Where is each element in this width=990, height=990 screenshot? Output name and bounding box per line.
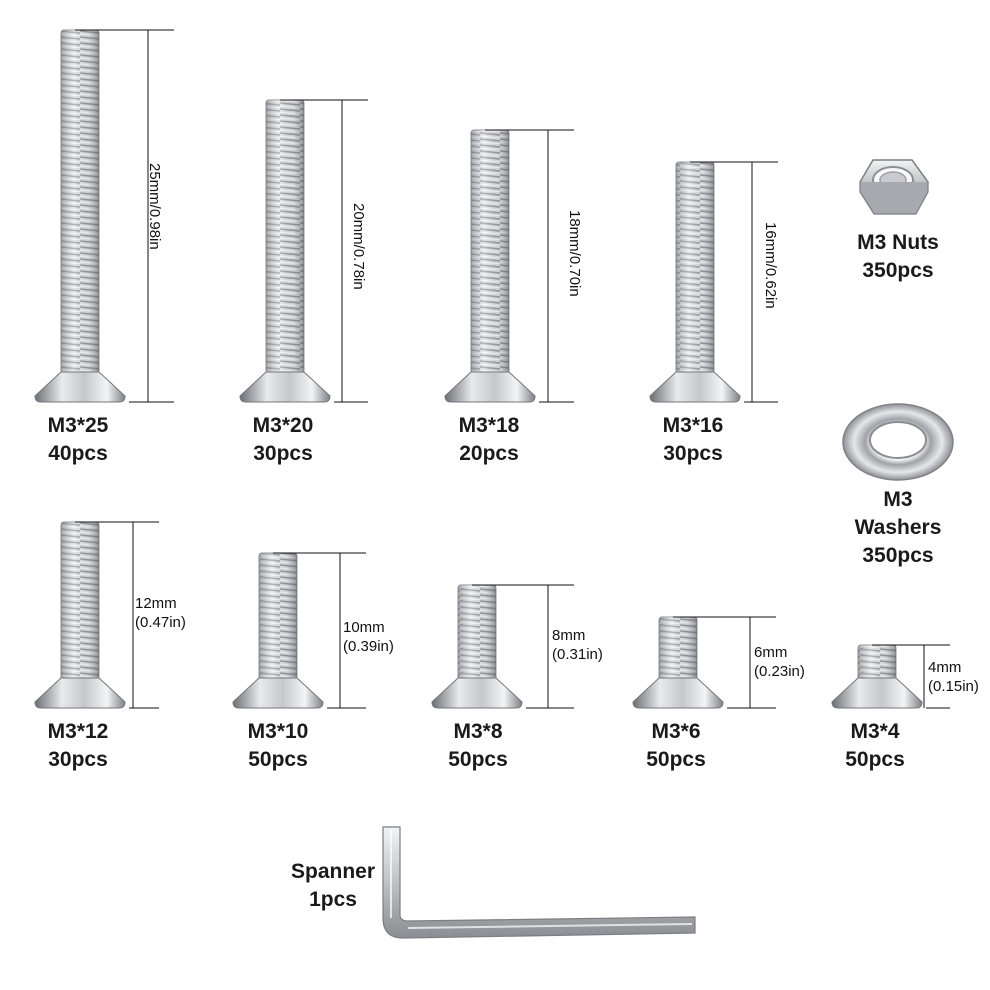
dimension-label-18mm: 18mm/0.70in [566, 210, 583, 297]
screw-quantity: 30pcs [663, 442, 723, 465]
dimension-label-25mm: 25mm/0.98in [146, 163, 163, 250]
screw-size: M3*18 [458, 414, 520, 437]
screw-head [649, 371, 741, 403]
screw-size: M3*4 [850, 720, 900, 743]
nuts-label: M3 Nuts 350pcs [857, 231, 939, 282]
screw-quantity: 50pcs [845, 748, 905, 771]
dimension-label-12mm: 12mm (0.47in) [135, 595, 186, 631]
dimension-label-20mm: 20mm/0.78in [350, 203, 367, 290]
screw-label-m3-25: M3*25 40pcs [18, 412, 138, 468]
dimension-label-6mm: 6mm (0.23in) [754, 644, 805, 680]
screw-size: M3*25 [47, 414, 109, 437]
screw-size: M3*20 [252, 414, 314, 437]
washer-icon [842, 403, 954, 481]
screw-head [239, 371, 331, 403]
screw-size: M3*10 [247, 720, 309, 743]
screw-size: M3*12 [47, 720, 109, 743]
dimension-label-8mm: 8mm (0.31in) [552, 627, 603, 663]
spanner-label: Spanner 1pcs [290, 860, 376, 911]
hex-key-icon [382, 826, 696, 939]
dimension-label-10mm: 10mm (0.39in) [343, 619, 394, 655]
screw-size: M3*8 [453, 720, 503, 743]
screw-9 [831, 644, 950, 709]
screw-head [34, 677, 126, 709]
screw-label-m3-4: M3*4 50pcs [815, 718, 935, 774]
screw-head [34, 371, 126, 403]
screw-label-m3-16: M3*16 30pcs [633, 412, 753, 468]
screw-8 [632, 616, 776, 709]
screw-label-m3-6: M3*6 50pcs [616, 718, 736, 774]
screw-6 [232, 552, 366, 709]
screw-head [431, 677, 523, 709]
hex-nut-icon [859, 159, 929, 215]
screw-3 [444, 129, 574, 403]
screw-1 [34, 29, 174, 403]
screw-head [831, 677, 923, 709]
dimension-label-16mm: 16mm/0.62in [762, 222, 779, 309]
screw-quantity: 30pcs [253, 442, 313, 465]
screw-label-m3-18: M3*18 20pcs [429, 412, 549, 468]
screw-label-m3-12: M3*12 30pcs [18, 718, 138, 774]
screw-head [232, 677, 324, 709]
dimension-label-4mm: 4mm (0.15in) [928, 659, 979, 695]
screw-label-m3-10: M3*10 50pcs [218, 718, 338, 774]
screw-head [632, 677, 724, 709]
screw-size: M3*6 [651, 720, 701, 743]
screw-2 [239, 99, 368, 403]
washers-label: M3 Washers 350pcs [854, 488, 942, 567]
screw-quantity: 40pcs [48, 442, 108, 465]
screw-quantity: 50pcs [448, 748, 508, 771]
screws-layer [34, 29, 950, 709]
screw-label-m3-8: M3*8 50pcs [418, 718, 538, 774]
screw-quantity: 20pcs [459, 442, 519, 465]
screw-4 [649, 161, 778, 403]
screw-5 [34, 521, 159, 709]
screw-head [444, 371, 536, 403]
screw-quantity: 50pcs [646, 748, 706, 771]
screw-7 [431, 584, 574, 709]
screw-quantity: 30pcs [48, 748, 108, 771]
screw-label-m3-20: M3*20 30pcs [223, 412, 343, 468]
screw-size: M3*16 [662, 414, 724, 437]
screw-quantity: 50pcs [248, 748, 308, 771]
